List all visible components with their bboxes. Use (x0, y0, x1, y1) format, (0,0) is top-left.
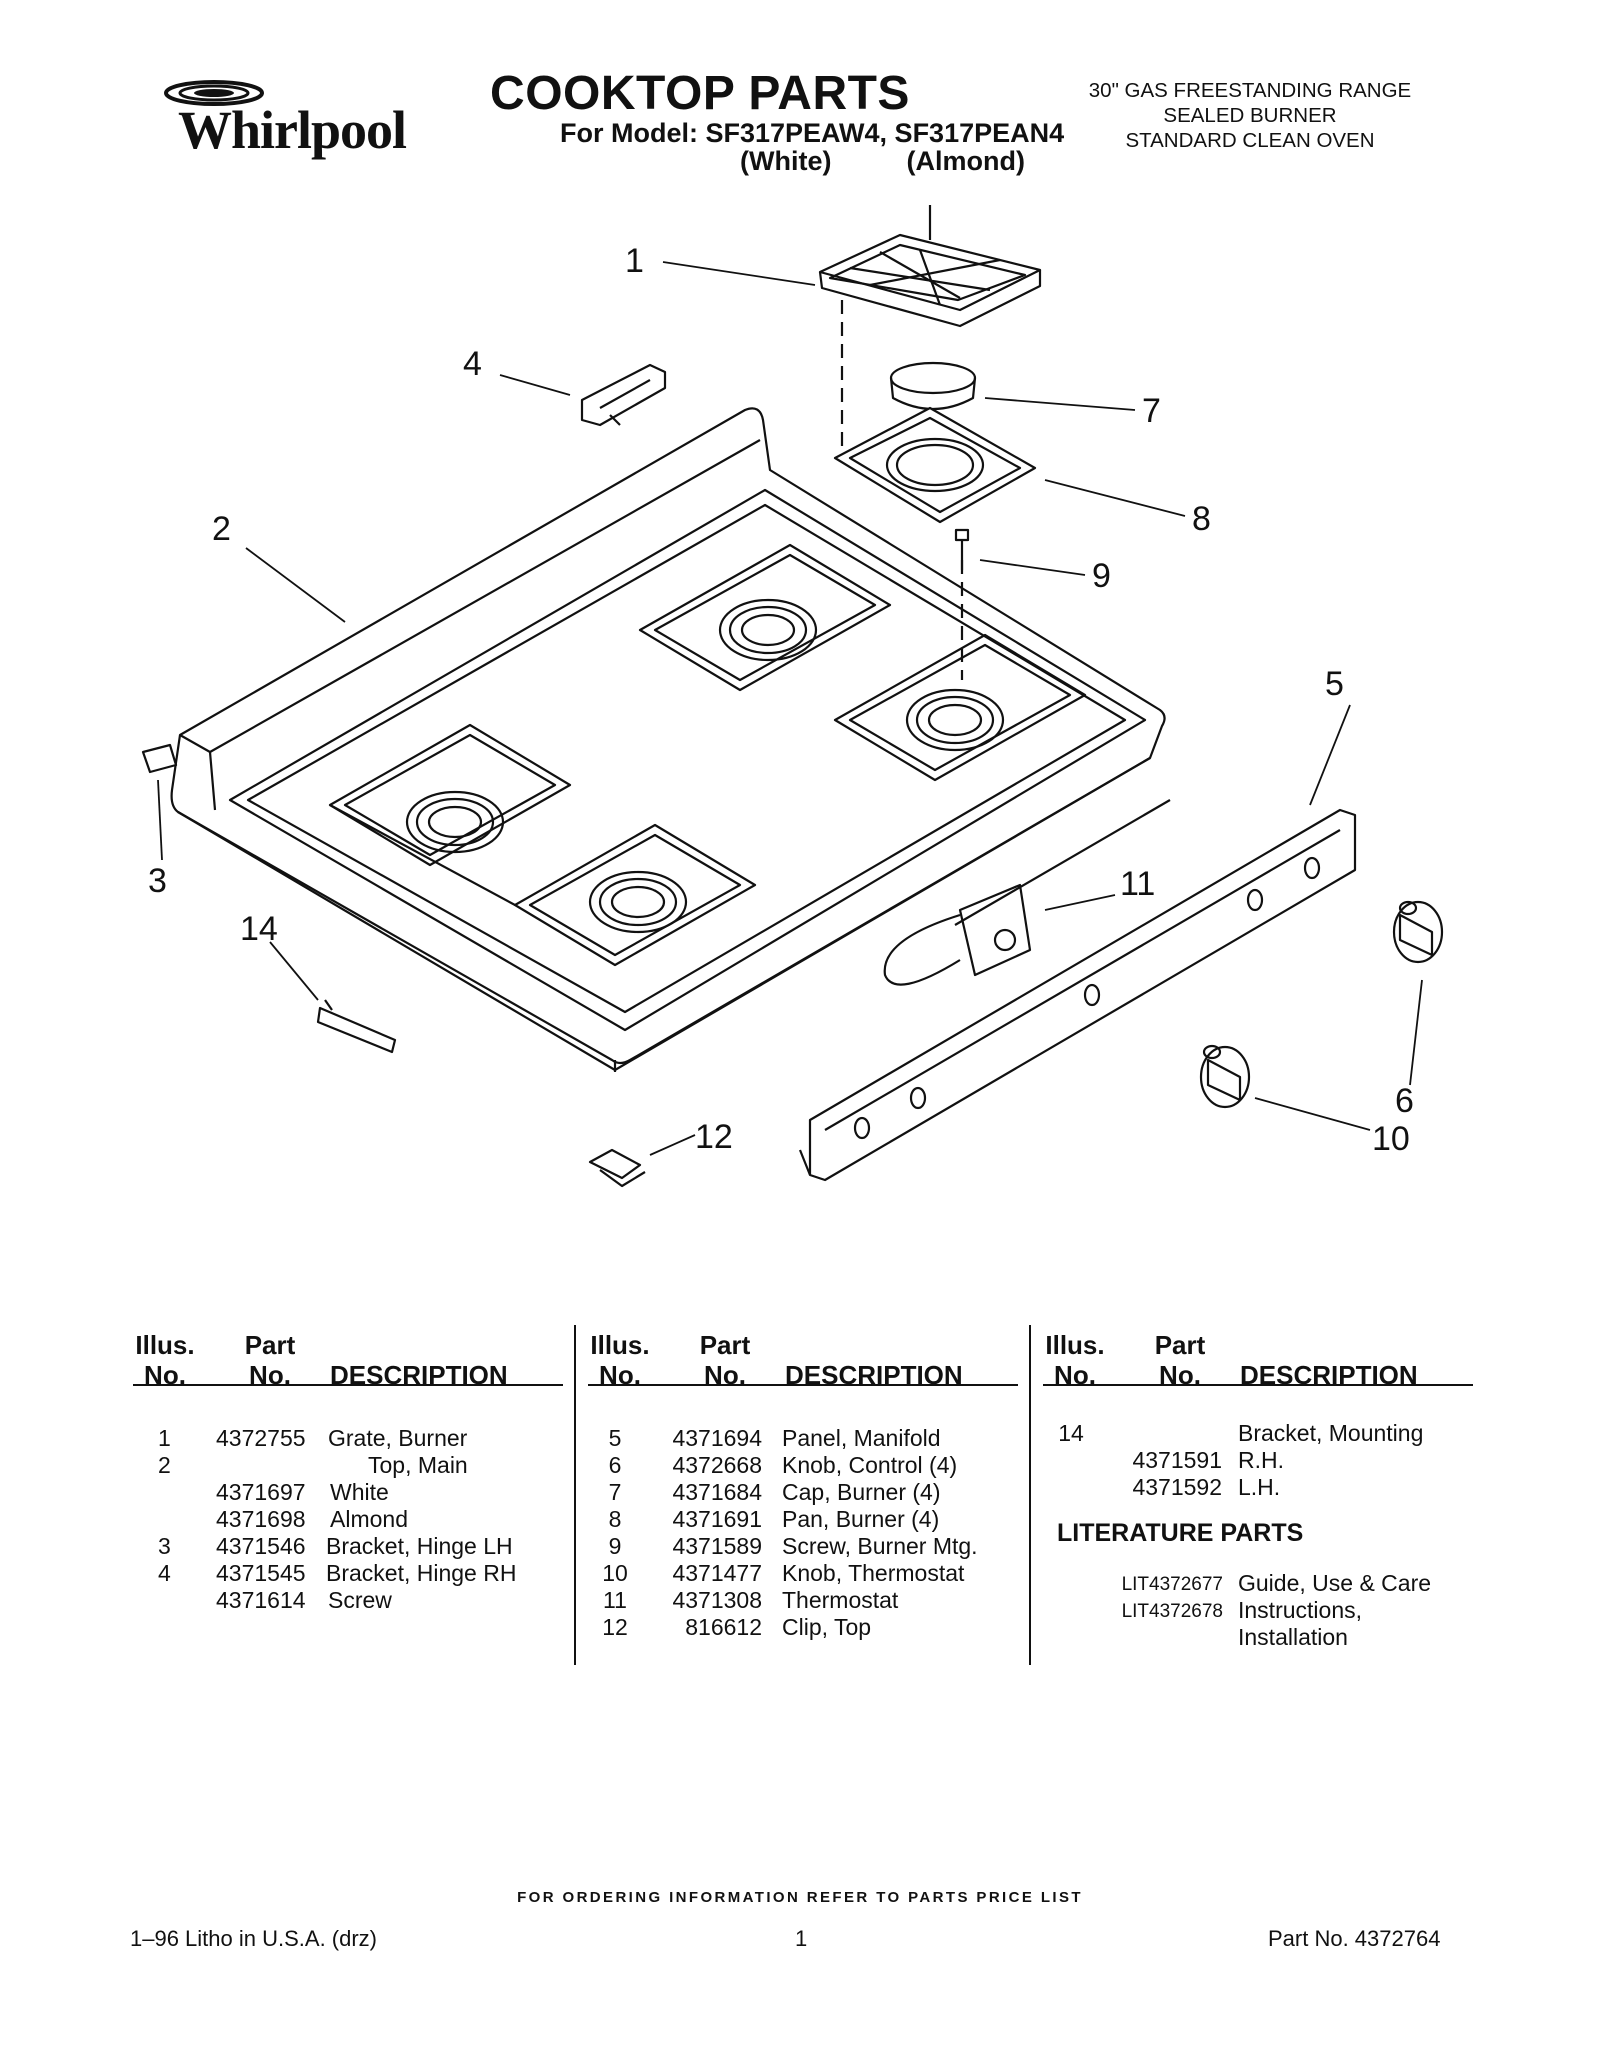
thermostat (883, 799, 1171, 986)
burner-screw (954, 528, 970, 570)
burner-type: SEALED BURNER (1163, 104, 1337, 127)
callout-1: 1 (625, 242, 644, 280)
literature-heading: LITERATURE PARTS (1057, 1519, 1304, 1547)
callout-8: 8 (1192, 500, 1211, 538)
callout-2: 2 (212, 510, 231, 548)
variant-white: (White) (740, 146, 832, 176)
callout-numbers: 1 2 3 4 5 6 7 8 9 10 11 12 14 (148, 242, 1414, 1158)
callout-10: 10 (1372, 1120, 1410, 1158)
footer-litho: 1–96 Litho in U.S.A. (drz) (130, 1926, 378, 1951)
callout-3: 3 (148, 862, 167, 900)
callout-6: 6 (1395, 1082, 1414, 1120)
model-line: For Model: SF317PEAW4, SF317PEAN4 (560, 118, 1065, 148)
callout-leaders (157, 261, 1423, 1156)
burner-rings (405, 598, 1005, 934)
column-divider-2 (1029, 1325, 1031, 1665)
model-variants: (White) (Almond) (740, 146, 1025, 177)
control-knob (1392, 900, 1444, 964)
manifold-panel (798, 808, 1357, 1182)
brand-name: Whirlpool (178, 100, 407, 160)
burner-cap (889, 361, 977, 411)
callout-9: 9 (1092, 557, 1111, 595)
mounting-bracket (316, 999, 397, 1054)
callout-14: 14 (240, 910, 278, 948)
header-rule-middle (588, 1384, 1018, 1386)
header-illus-right: Illus.No. (1045, 1330, 1105, 1390)
swirl-icon (164, 80, 264, 106)
callout-4: 4 (463, 345, 482, 383)
range-description: 30" GAS FREESTANDING RANGE SEALED BURNER… (1060, 78, 1440, 153)
exploded-diagram: 1 2 3 4 5 6 7 8 9 10 11 12 14 (141, 205, 1444, 1188)
callout-12: 12 (695, 1118, 733, 1156)
column-divider-1 (574, 1325, 576, 1665)
callout-11: 11 (1120, 865, 1155, 903)
page-number: 1 (795, 1926, 808, 1951)
burner-pan (833, 406, 1037, 524)
callout-7: 7 (1142, 392, 1161, 430)
page-title: COOKTOP PARTS (490, 67, 910, 120)
header-illus-middle: Illus.No. (590, 1330, 650, 1390)
range-type: 30" GAS FREESTANDING RANGE (1088, 79, 1412, 102)
callout-5: 5 (1325, 665, 1344, 703)
thermostat-knob (1199, 1044, 1251, 1109)
header-rule-right (1043, 1384, 1473, 1386)
ordering-note: FOR ORDERING INFORMATION REFER TO PARTS … (517, 1889, 1083, 1906)
document-part-number: Part No. 4372764 (1268, 1926, 1441, 1951)
hinge-bracket-lh (141, 743, 178, 774)
cooktop-main-top (170, 407, 1166, 1072)
burner-grate (818, 205, 1042, 328)
hinge-bracket-rh (580, 363, 667, 427)
brand-logo: Whirlpool (160, 75, 410, 165)
header-rule-left (133, 1384, 563, 1386)
top-clip (588, 1148, 646, 1188)
oven-type: STANDARD CLEAN OVEN (1125, 129, 1375, 152)
variant-almond: (Almond) (906, 146, 1025, 176)
header-illus-left: Illus.No. (135, 1330, 195, 1390)
